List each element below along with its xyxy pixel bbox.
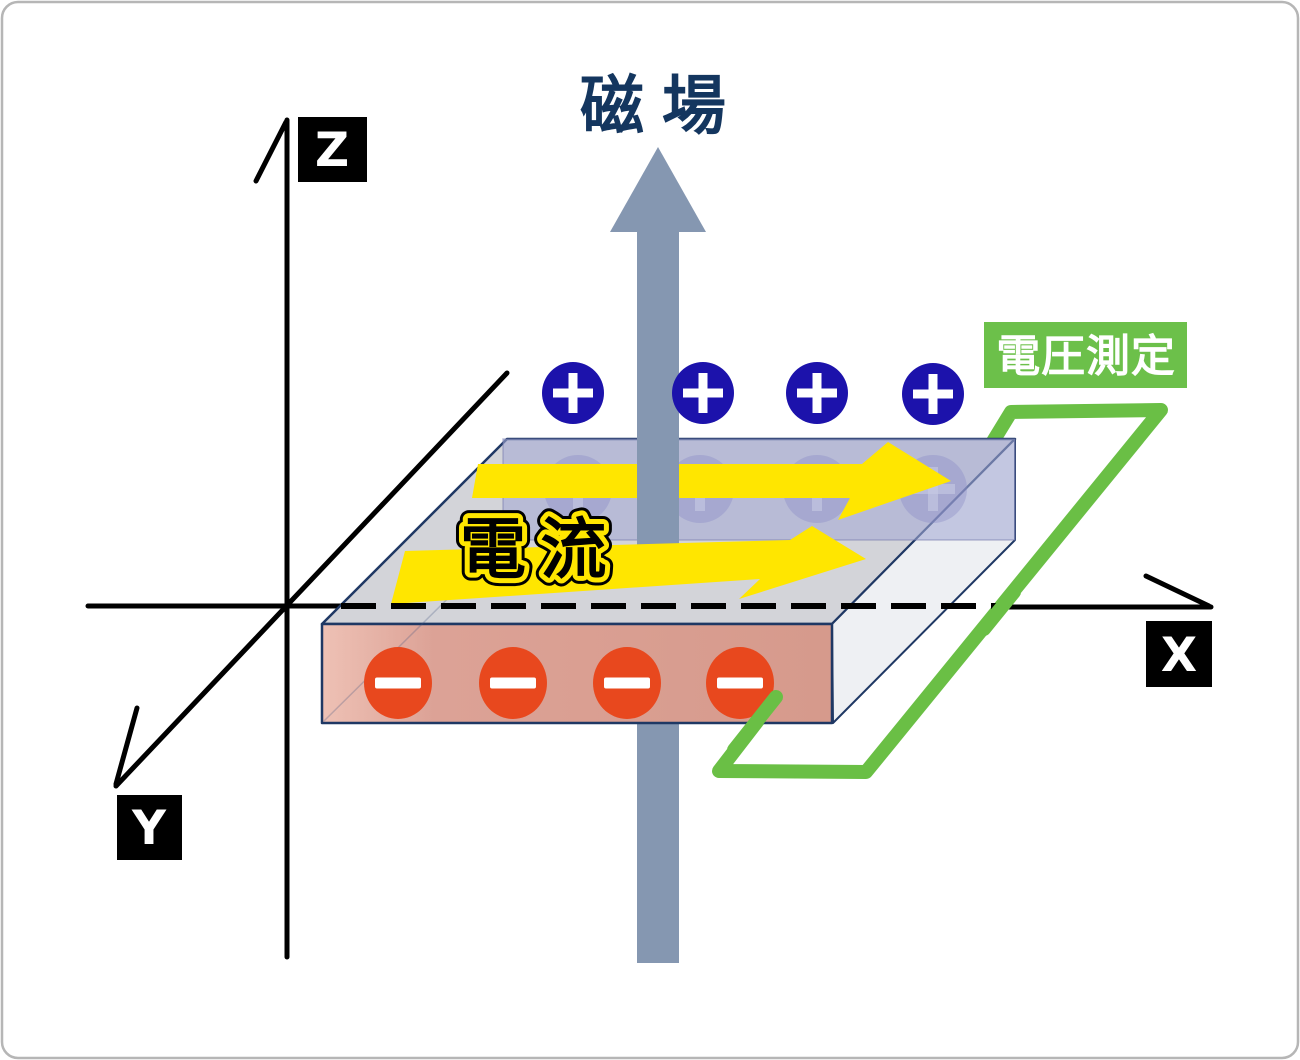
magnetic-field-title: 磁場: [580, 70, 744, 144]
plus-icon: [698, 373, 708, 413]
plus-icon: [568, 373, 578, 413]
field-arrow-shaft-upper: [637, 230, 679, 548]
magnetic-field-arrow-lower: [637, 723, 679, 963]
minus-icon: [375, 677, 421, 689]
current-arrow-lower: [391, 526, 866, 604]
y-axis-arrowhead-icon: [113, 705, 140, 787]
voltage-wire-contact: [727, 690, 783, 757]
plus-icons: [553, 373, 953, 414]
magnetic-field-arrow-upper: [610, 147, 706, 548]
current-arrows: [472, 442, 951, 520]
voltage-measurement-label: 電圧測定: [984, 322, 1187, 388]
field-arrow-shaft-lower: [637, 723, 679, 963]
minus-icon: [490, 677, 536, 689]
z-axis-label-box: [298, 117, 367, 182]
positive-charges: [542, 362, 964, 425]
plus-icon: [928, 374, 938, 414]
coordinate-axes: [85, 117, 1214, 960]
slab-front-face: [320, 622, 834, 725]
current-label-outline: 電流: [460, 511, 621, 588]
current-label: 電流 電流 電流: [452, 503, 621, 596]
x-axis-label-box: [1146, 621, 1212, 687]
plus-icon: [812, 373, 822, 413]
x-axis-arrowhead-icon: [1143, 573, 1212, 609]
x-axis-label: X: [1161, 628, 1197, 683]
z-axis-label: Z: [315, 123, 349, 178]
y-axis-line: [113, 370, 510, 789]
voltage-label-text: 電圧測定: [996, 331, 1176, 382]
current-arrow-lower-group: [391, 526, 866, 604]
minus-icon: [717, 677, 763, 689]
y-axis-label: Y: [131, 801, 167, 856]
axis-labels: Z X Y: [117, 117, 1212, 860]
z-axis-arrowhead-icon: [253, 119, 289, 184]
current-arrow-upper: [472, 442, 951, 520]
field-arrowhead-icon: [610, 147, 706, 232]
voltage-label-bg: [984, 322, 1187, 388]
voltage-wire-over-axis: [977, 585, 1021, 636]
current-label-halo: 電流: [460, 511, 621, 588]
y-axis-label-box: [117, 795, 182, 860]
current-label-text: 電流: [460, 511, 621, 588]
negative-charges: [364, 647, 774, 719]
minus-icons: [375, 677, 763, 689]
minus-icon: [604, 677, 650, 689]
